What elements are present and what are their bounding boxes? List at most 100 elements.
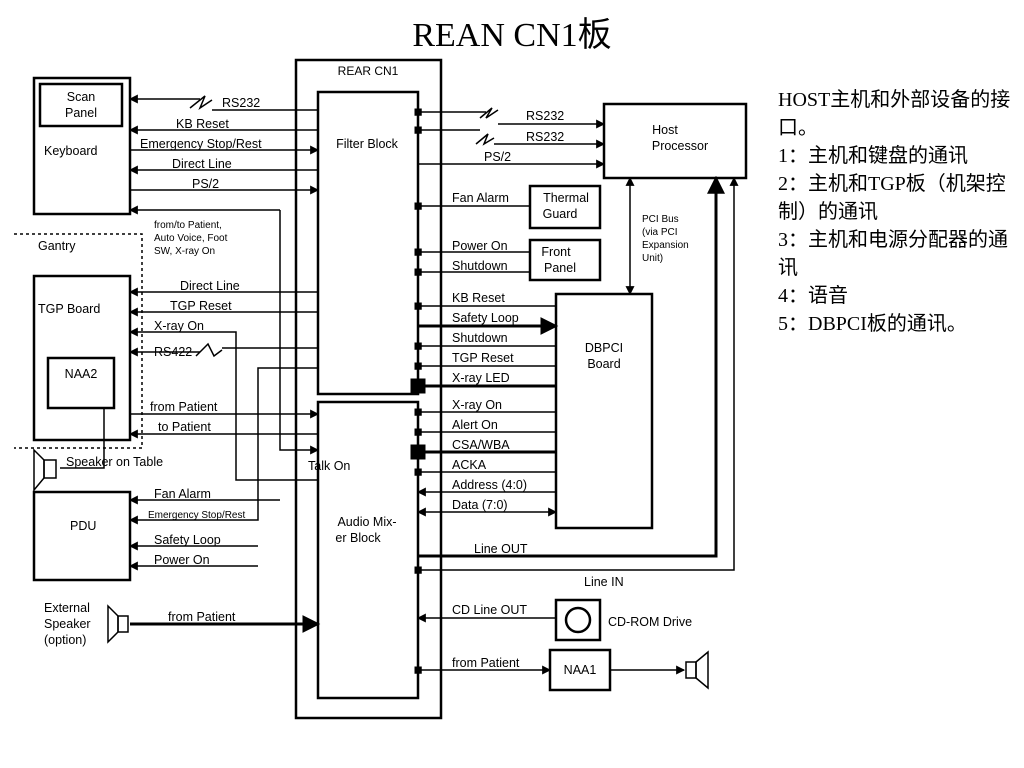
rs232-right-zig [479, 107, 499, 119]
signal-direct-line-tgp: Direct Line [180, 279, 240, 293]
host-label-2: Processor [652, 139, 708, 153]
thermal-label-1: Thermal [543, 191, 589, 205]
keyboard-label: Keyboard [44, 144, 98, 158]
scan-panel-label-2: Panel [65, 106, 97, 120]
naa2-box [46, 356, 116, 410]
ext-speaker-label-3: (option) [44, 633, 86, 647]
signal-from-patient-r: from Patient [452, 656, 520, 670]
naa2-label: NAA2 [65, 367, 98, 381]
signal-fan-alarm-r: Fan Alarm [452, 191, 509, 205]
signal-address: Address (4:0) [452, 478, 527, 492]
signal-data: Data (7:0) [452, 498, 508, 512]
emergency-pdu-route [128, 367, 318, 525]
signal-line-out: Line OUT [474, 542, 528, 556]
note-1: 1：主机和键盘的通讯 [778, 145, 968, 167]
naa1-speaker-icon [695, 650, 709, 690]
signal-from-to-2: Auto Voice, Foot [154, 233, 228, 244]
audio-mixer-label-1: Audio Mix- [337, 515, 396, 529]
cdrom-box [554, 598, 602, 642]
line-in-route [414, 176, 739, 574]
ext-speaker-label-1: External [44, 601, 90, 615]
pdu-label: PDU [70, 519, 96, 533]
gantry-dashed-outline [14, 233, 143, 449]
signal-safety-loop-r: Safety Loop [452, 311, 519, 325]
signal-xray-led: X-ray LED [452, 371, 510, 385]
signal-alert-on: Alert On [452, 418, 498, 432]
host-label-1: Host [652, 123, 678, 137]
signal-rs232-r2: RS232 [526, 130, 564, 144]
tgp-board-label: TGP Board [38, 302, 100, 316]
pci-label-1: PCI Bus [642, 214, 679, 225]
signal-to-patient: to Patient [158, 420, 211, 434]
speaker-table-body [43, 459, 57, 479]
from-to-patient-route [279, 210, 320, 455]
signal-csa-wba: CSA/WBA [452, 438, 510, 452]
naa1-label: NAA1 [564, 663, 597, 677]
signal-from-patient-ext: from Patient [168, 610, 236, 624]
scan-panel-box [38, 82, 124, 128]
signal-fan-alarm: Fan Alarm [154, 487, 211, 501]
signal-rs422: RS422 [154, 345, 192, 359]
signal-power-on-r: Power On [452, 239, 508, 253]
page-title: REAN CN1板 [412, 16, 611, 54]
front-label-2: Panel [544, 261, 576, 275]
signal-xray-on: X-ray On [154, 319, 204, 333]
signal-kb-reset: KB Reset [176, 117, 229, 131]
front-label-1: Front [541, 245, 571, 259]
speaker-table-icon [33, 448, 45, 493]
signal-line-in: Line IN [584, 575, 624, 589]
signal-safety-loop: Safety Loop [154, 533, 221, 547]
signal-emergency-small: Emergency Stop/Rest [148, 510, 245, 521]
pci-label-3: Expansion [642, 240, 689, 251]
note-4: 4：语音 [778, 285, 848, 307]
signal-from-patient-tgp: from Patient [150, 400, 218, 414]
note-3: 3：主机和电源分配器的通讯 [778, 229, 1008, 279]
signal-tgp-reset: TGP Reset [170, 299, 232, 313]
signal-rs232-r1: RS232 [526, 109, 564, 123]
cdrom-label: CD-ROM Drive [608, 615, 692, 629]
note-5: 5：DBPCI板的通讯。 [778, 313, 967, 335]
audio-mixer-label-2: er Block [335, 531, 381, 545]
note-0: HOST主机和外部设备的接口。 [778, 89, 1011, 139]
signal-acka: ACKA [452, 458, 487, 472]
rs232-zigzag-left [189, 95, 213, 110]
signal-ps2-kb: PS/2 [192, 177, 219, 191]
rs422-zigzag [195, 342, 223, 358]
scan-panel-label-1: Scan [67, 90, 96, 104]
pci-label-4: Unit) [642, 253, 663, 264]
dbpci-label-1: DBPCI [585, 341, 623, 355]
cdrom-disc-icon [564, 606, 592, 634]
rear-cn1-label: REAR CN1 [338, 64, 399, 78]
signal-talk-on: Talk On [308, 459, 350, 473]
signal-speaker-on-table: Speaker on Table [66, 455, 163, 469]
dbpci-board-box [554, 292, 654, 530]
tgp-board-box [32, 274, 132, 442]
gantry-label: Gantry [38, 239, 76, 253]
signal-kb-reset-r: KB Reset [452, 291, 505, 305]
filter-block-label: Filter Block [336, 137, 399, 151]
signal-emergency: Emergency Stop/Rest [140, 137, 262, 151]
signal-tgp-reset-r: TGP Reset [452, 351, 514, 365]
notes-panel: HOST主机和外部设备的接口。 1：主机和键盘的通讯 2：主机和TGP板（机架控… [778, 86, 1018, 338]
signal-from-to-1: from/to Patient, [154, 220, 222, 231]
signal-direct-line-kb: Direct Line [172, 157, 232, 171]
signal-cd-line-out: CD Line OUT [452, 603, 527, 617]
ext-speaker-label-2: Speaker [44, 617, 91, 631]
xray-on-route [128, 327, 318, 481]
thermal-label-2: Guard [543, 207, 578, 221]
signal-rs232-left: RS232 [222, 96, 260, 110]
speaker-table-route [60, 408, 105, 469]
signal-xray-on-r: X-ray On [452, 398, 502, 412]
signal-shutdown-r: Shutdown [452, 259, 508, 273]
audio-mixer-block [316, 400, 420, 700]
signal-from-to-3: SW, X-ray On [154, 246, 215, 257]
signal-power-on: Power On [154, 553, 210, 567]
ext-speaker-body [117, 615, 129, 633]
dbpci-label-2: Board [587, 357, 620, 371]
ext-speaker-icon [107, 604, 119, 644]
note-2: 2：主机和TGP板（机架控制）的通讯 [778, 173, 1006, 223]
pci-label-2: (via PCI [642, 227, 678, 238]
pdu-box [32, 490, 132, 582]
keyboard-box [32, 76, 132, 216]
